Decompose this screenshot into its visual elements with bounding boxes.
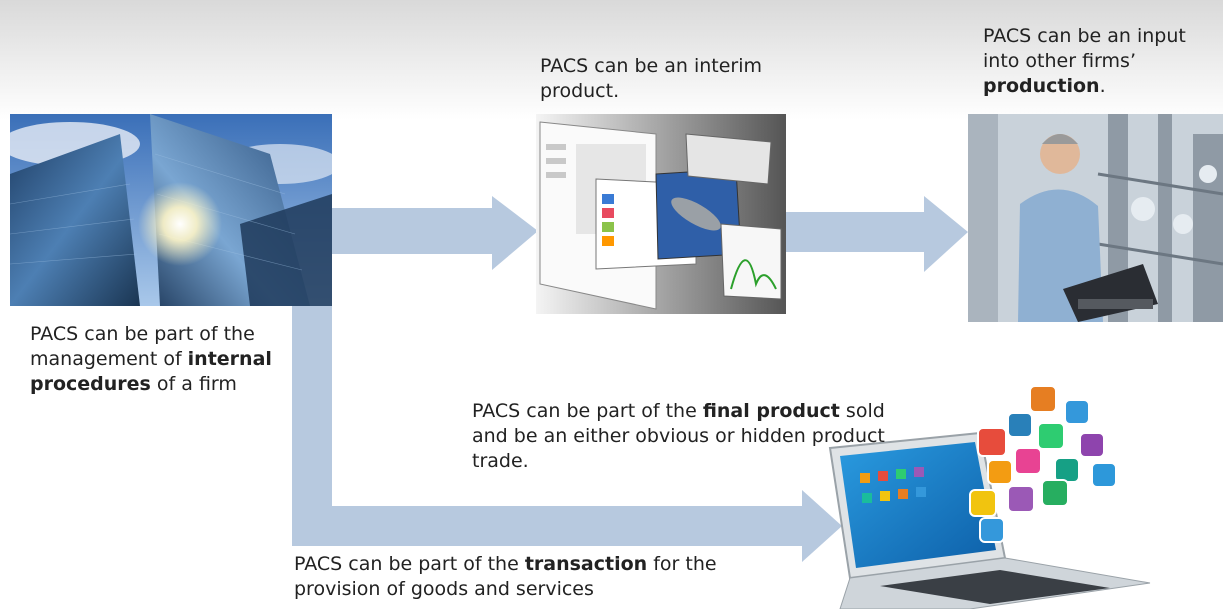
arrow-head-to-laptop [802,490,842,562]
caption-production-post: . [1099,75,1106,97]
caption-production-pre: PACS can be an input into other firms’ [983,25,1186,72]
caption-internal-post: of a firm [150,373,237,395]
caption-transaction-bold: transaction [524,553,648,575]
header-band [0,0,1223,120]
caption-final-product: PACS can be part of the final product so… [472,399,892,474]
caption-transaction-post: for the provision of goods and services [294,553,717,600]
caption-internal-pre: PACS can be part of the management of [30,323,255,370]
production-worker-image [968,114,1223,322]
arrow-body-interim-to-production [784,212,924,252]
arrow-head-to-interim [492,196,538,270]
caption-production-bold: production [983,75,1100,97]
caption-final-pre: PACS can be part of the [472,400,703,422]
caption-transaction-pre: PACS can be part of the [294,553,525,575]
arrow-head-to-production [924,196,968,272]
caption-final-bold: final product [702,400,840,422]
caption-transaction: PACS can be part of the transaction for … [294,552,754,602]
software-screens-image [536,114,786,314]
building-image [10,114,332,306]
arrow-body-to-laptop [292,506,802,546]
caption-internal-procedures: PACS can be part of the management of in… [30,322,280,397]
arrow-body-building-to-interim [332,208,492,254]
caption-final-post: sold and be an either obvious or hidden … [472,400,885,472]
caption-internal-bold: internal procedures [30,348,272,395]
caption-interim-product: PACS can be an interim product. [540,54,790,104]
laptop-apps-image [820,378,1223,609]
caption-production: PACS can be an input into other firms’ p… [983,24,1203,99]
caption-interim-text: PACS can be an interim product. [540,55,763,102]
